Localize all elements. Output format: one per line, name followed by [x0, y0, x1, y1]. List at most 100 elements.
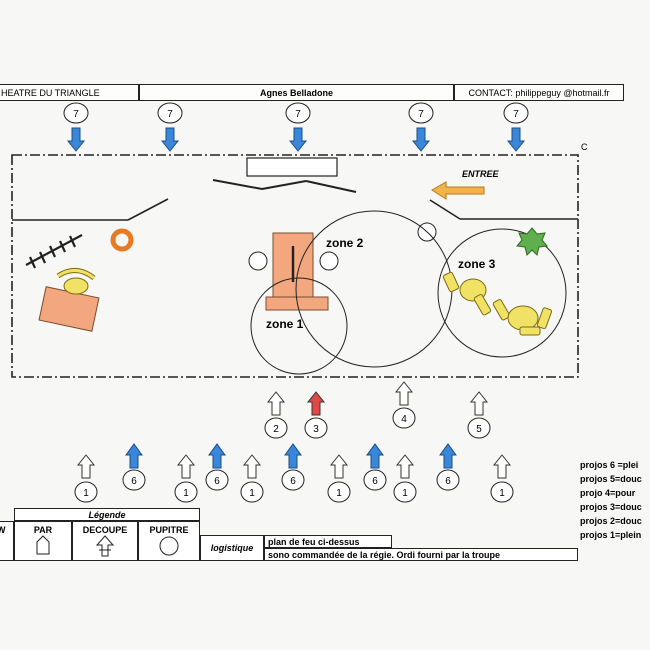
projector-6-4-circle	[363, 469, 387, 491]
projector-1-5-circle	[393, 481, 417, 503]
projector-6-1-label: 6	[131, 476, 137, 487]
projector-3-arrow	[306, 391, 326, 416]
projector-7-4: 7	[408, 102, 434, 152]
stage-outline	[11, 154, 579, 378]
left-chair-back-fill	[57, 269, 95, 280]
contact-info: CONTACT: philippeguy @hotmail.fr	[468, 87, 610, 98]
projector-7-2: 7	[157, 102, 183, 152]
left-table	[38, 286, 100, 332]
projector-6-4-label: 6	[372, 476, 378, 487]
legend-par-label: PAR	[33, 525, 53, 535]
projector-7-2-label: 7	[167, 109, 173, 120]
projector-6-3-label: 6	[290, 476, 296, 487]
legend-pupitre: PUPITRE	[138, 521, 200, 561]
projector-1-arrow-3	[242, 454, 262, 479]
sono-text: sono commandée de la régie. Ordi fourni …	[268, 549, 501, 560]
projector-6-1: 6	[122, 443, 146, 491]
zone-1-circle	[250, 277, 348, 375]
plan-text: plan de feu ci-dessus	[268, 536, 360, 547]
note-4: projos 3=douc	[580, 502, 642, 512]
zone-1-label: zone 1	[266, 317, 304, 331]
projector-1-arrow-4	[329, 454, 349, 479]
projector-7-5-circle	[503, 102, 529, 124]
note-3: projo 4=pour	[580, 488, 636, 498]
projector-7-5-label: 7	[513, 109, 519, 120]
legend-title-cell: Légende	[14, 508, 200, 521]
note-5: projos 2=douc	[580, 516, 642, 526]
projector-3-label: 3	[313, 424, 319, 435]
green-plant-prop	[516, 227, 548, 256]
legend-par: PAR	[14, 521, 72, 561]
projector-1-3: 1	[240, 454, 264, 503]
zone-3-label: zone 3	[458, 257, 496, 271]
projector-7-arrow-1	[66, 127, 86, 152]
projector-6-5-label: 6	[445, 476, 451, 487]
stage-corner-label: C	[581, 142, 588, 152]
legend-decoupe-label: DECOUPE	[82, 525, 128, 535]
artist-name: Agnes Belladone	[259, 87, 333, 98]
projector-1-arrow-5	[395, 454, 415, 479]
projector-1-6-circle	[490, 481, 514, 503]
projector-1-arrow-6	[492, 454, 512, 479]
flap-right	[305, 180, 357, 193]
projector-1-4-circle	[327, 481, 351, 503]
legend-plan: plan de feu ci-dessus	[264, 535, 392, 548]
screen-element	[246, 157, 338, 177]
projector-7-3-circle	[285, 102, 311, 124]
projector-6-arrow-3	[284, 443, 302, 469]
projector-6-arrow-5	[439, 443, 457, 469]
projector-7-arrow-5	[506, 127, 526, 152]
door-right	[429, 199, 461, 220]
top-projector-row: 7 7 7 7 7	[63, 102, 529, 152]
entrance-arrow	[431, 181, 485, 200]
legend-decoupe: DECOUPE	[72, 521, 138, 561]
projector-6-5: 6	[436, 443, 460, 491]
projector-7-3: 7	[285, 102, 311, 152]
orange-ring-prop	[110, 228, 134, 252]
projector-1-5-label: 1	[402, 488, 408, 499]
legend-pupitre-label: PUPITRE	[149, 525, 189, 535]
projector-7-5: 7	[503, 102, 529, 152]
center-stool-left	[248, 251, 268, 271]
projector-7-arrow-2	[160, 127, 180, 152]
projector-6-3-circle	[281, 469, 305, 491]
projector-6-3: 6	[281, 443, 305, 491]
projector-1-6: 1	[490, 454, 514, 503]
projector-5: 5	[467, 391, 491, 439]
projector-2-arrow	[266, 391, 286, 416]
zone-2-label: zone 2	[326, 236, 364, 250]
projector-1-6-label: 1	[499, 488, 505, 499]
projector-2-circle	[264, 417, 288, 439]
projector-6-2-label: 6	[214, 476, 220, 487]
entrance-label: ENTREE	[462, 169, 500, 179]
projector-6-4: 6	[363, 443, 387, 491]
left-chair-seat	[63, 277, 89, 295]
header-venue: HEATRE DU TRIANGLE	[0, 84, 139, 101]
projector-2: 2	[264, 391, 288, 439]
projector-4-circle	[392, 407, 416, 429]
projector-1-3-circle	[240, 481, 264, 503]
projector-4-arrow	[394, 381, 414, 406]
projector-1-4-label: 1	[336, 488, 342, 499]
venue-name: HEATRE DU TRIANGLE	[1, 87, 100, 98]
center-stool-right	[319, 251, 339, 271]
projector-1-5: 1	[393, 454, 417, 503]
projector-1-2: 1	[174, 454, 198, 503]
projector-7-1: 7	[63, 102, 89, 152]
header-artist: Agnes Belladone	[139, 84, 454, 101]
pupitre-symbol-icon	[159, 536, 179, 556]
door-left	[127, 198, 169, 221]
projector-1-2-circle	[174, 481, 198, 503]
projector-7-4-label: 7	[418, 109, 424, 120]
projector-1-1: 1	[74, 454, 98, 503]
projector-2-label: 2	[273, 424, 279, 435]
legend-logistique: logistique	[200, 535, 264, 561]
projector-6-5-circle	[436, 469, 460, 491]
note-1: projos 6 =plei	[580, 460, 639, 470]
legend-col0: W	[0, 521, 14, 561]
projector-3: 3	[304, 391, 328, 439]
decoupe-symbol-icon	[95, 535, 115, 557]
